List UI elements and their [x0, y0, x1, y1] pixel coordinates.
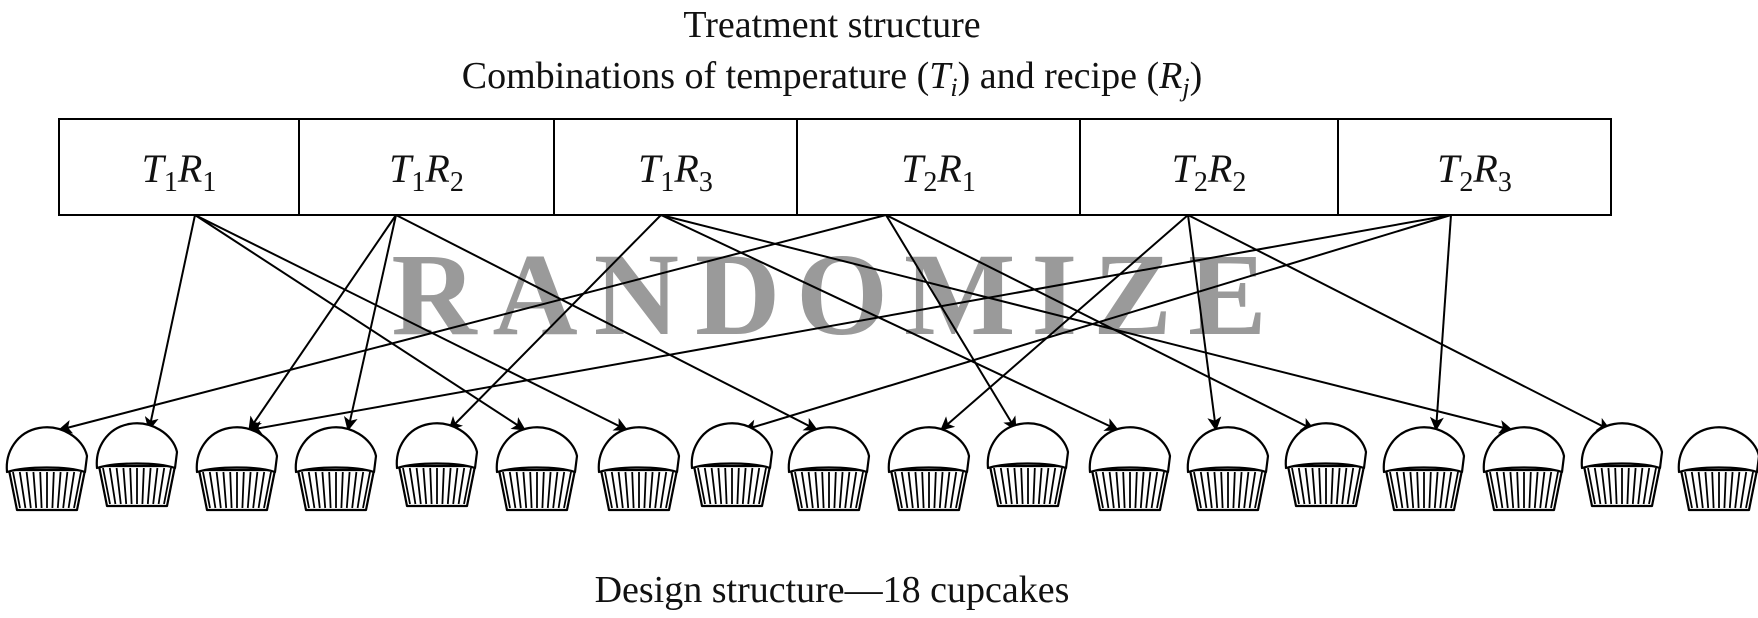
treatment-cell: T1R2 — [298, 118, 555, 216]
treatment-structure-title: Treatment structure — [683, 4, 980, 46]
cupcake — [887, 426, 971, 512]
cupcake — [1382, 426, 1466, 512]
cupcake — [1284, 422, 1368, 508]
cupcake — [1677, 426, 1758, 512]
assignment-arrow — [660, 214, 1514, 434]
assignment-arrow — [1429, 214, 1452, 432]
cupcake — [597, 426, 681, 512]
assignment-arrow — [194, 214, 526, 431]
assignment-arrow — [247, 214, 1452, 435]
assignment-arrow — [1187, 214, 1222, 432]
cupcake — [986, 422, 1070, 508]
assignment-arrow — [57, 214, 887, 434]
assignment-arrow — [885, 214, 1017, 431]
cupcake — [690, 422, 774, 508]
design-structure-caption: Design structure—18 cupcakes — [595, 569, 1070, 611]
assignment-arrow — [343, 214, 397, 432]
cupcake — [395, 422, 479, 508]
cupcake — [294, 426, 378, 512]
treatment-cell-label: T1R3 — [638, 146, 713, 198]
treatment-cell: T2R2 — [1079, 118, 1339, 216]
assignment-arrow — [742, 214, 1452, 433]
cupcake — [195, 426, 279, 512]
assignment-arrow — [940, 214, 1189, 431]
assignment-arrow — [248, 214, 397, 431]
cupcake — [5, 426, 89, 512]
assignment-arrows — [57, 214, 1612, 435]
cupcake — [1580, 422, 1664, 508]
cupcake — [1482, 426, 1566, 512]
treatment-cell-label: T1R1 — [142, 146, 217, 198]
treatment-cell-label: T2R2 — [1172, 146, 1247, 198]
assignment-arrow — [395, 214, 819, 431]
treatment-cell: T2R3 — [1337, 118, 1612, 216]
treatment-cells: T1R1 T1R2 T1R3 T2R1 T2R2 T2R3 — [58, 118, 1612, 216]
cupcake — [787, 426, 871, 512]
assignment-arrow — [144, 214, 196, 432]
treatment-cell: T2R1 — [796, 118, 1081, 216]
treatment-cell-label: T1R2 — [389, 146, 464, 198]
assignment-arrow — [1187, 214, 1612, 431]
cupcake — [1088, 426, 1172, 512]
assignment-arrow — [448, 214, 662, 431]
treatment-cell: T1R1 — [58, 118, 300, 216]
treatment-cell-label: T2R1 — [901, 146, 976, 198]
treatment-structure-subtitle: Combinations of temperature (Ti) and rec… — [462, 55, 1202, 102]
cupcake — [495, 426, 579, 512]
cupcake — [95, 422, 179, 508]
treatment-cell: T1R3 — [553, 118, 798, 216]
assignment-arrow — [660, 214, 1120, 431]
cupcake — [1186, 426, 1270, 512]
treatment-cell-label: T2R3 — [1437, 146, 1512, 198]
cupcake-row — [5, 422, 1758, 512]
assignment-arrow — [194, 214, 629, 431]
